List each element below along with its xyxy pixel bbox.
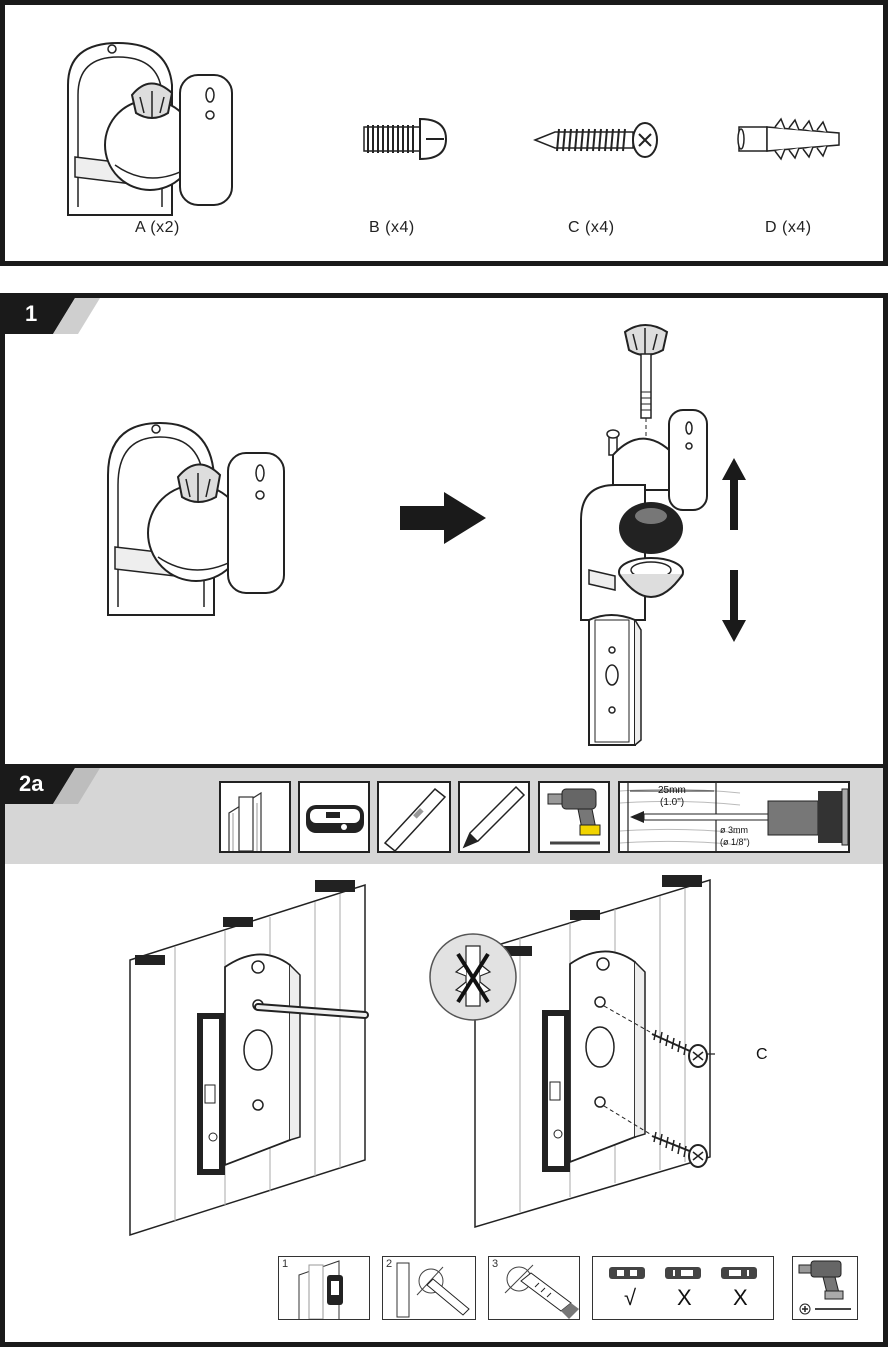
wall-screwing-illustration bbox=[474, 875, 715, 1229]
part-c-label: C (x4) bbox=[568, 219, 615, 236]
tool-power-drill bbox=[538, 781, 610, 853]
wall-stud-icon bbox=[228, 791, 262, 851]
drill-depth-mm: 25mm bbox=[658, 785, 686, 796]
tool-wall-stud bbox=[219, 781, 291, 853]
tool-stud-finder bbox=[298, 781, 370, 853]
no-wall-plug-icon bbox=[429, 933, 517, 1021]
up-arrow-icon bbox=[722, 458, 746, 530]
wall-plug-part-d-illustration bbox=[737, 117, 840, 161]
parts-panel: A (x2) B (x4) C (x4) bbox=[0, 0, 888, 266]
screw-callout-c: C bbox=[756, 1046, 768, 1063]
right-arrow-icon bbox=[400, 492, 486, 544]
stud-finder-icon bbox=[306, 805, 364, 833]
level-mark-wrong-left: X bbox=[677, 1285, 692, 1310]
drill-hole-icon bbox=[504, 1264, 579, 1319]
wood-screw-part-c-illustration bbox=[533, 122, 658, 158]
tool-pencil bbox=[458, 781, 530, 853]
part-a-label: A (x2) bbox=[135, 219, 180, 236]
drill-with-bit-icon bbox=[798, 1260, 851, 1315]
power-drill-icon bbox=[547, 788, 601, 845]
drill-tool-box bbox=[792, 1256, 858, 1320]
assembled-bracket-illustration bbox=[107, 421, 285, 616]
substep-1-box: 1 bbox=[278, 1256, 370, 1320]
step-1-badge: 1 bbox=[5, 298, 105, 334]
step-1-number: 1 bbox=[25, 301, 38, 326]
tool-spirit-level bbox=[377, 781, 451, 853]
substep-1-number: 1 bbox=[282, 1258, 289, 1270]
drill-depth-in: (1.0") bbox=[660, 797, 685, 808]
drill-diameter-mm: ø 3mm bbox=[720, 825, 748, 835]
step-2a-number: 2a bbox=[19, 771, 44, 796]
tool-drill-spec: 25mm (1.0") ø 3mm (ø 1/8") bbox=[618, 781, 850, 853]
level-mark-wrong-right: X bbox=[733, 1285, 748, 1310]
substep-3-number: 3 bbox=[492, 1258, 499, 1270]
substep-3-box: 3 bbox=[488, 1256, 580, 1320]
level-check-box: √ X X bbox=[592, 1256, 774, 1320]
drill-bit-diagram bbox=[620, 783, 848, 851]
wall-marking-illustration bbox=[129, 880, 369, 1237]
exploded-bracket-illustration bbox=[580, 324, 708, 746]
down-arrow-icon bbox=[722, 570, 746, 642]
step-divider bbox=[5, 764, 883, 768]
part-b-label: B (x4) bbox=[369, 219, 415, 236]
pencil-icon bbox=[462, 785, 526, 849]
stud-finder-on-wall-icon bbox=[298, 1260, 343, 1319]
machine-screw-part-b-illustration bbox=[363, 117, 448, 161]
substep-2-number: 2 bbox=[386, 1258, 393, 1270]
mark-position-icon bbox=[396, 1262, 470, 1318]
spirit-level-icon bbox=[383, 787, 447, 851]
drill-diameter-in: (ø 1/8") bbox=[720, 837, 750, 847]
substep-2-box: 2 bbox=[382, 1256, 476, 1320]
step-1-badge-shape bbox=[5, 298, 100, 334]
step-2a-badge-shape bbox=[5, 768, 100, 804]
level-mark-correct: √ bbox=[624, 1285, 637, 1310]
level-check-icons bbox=[609, 1267, 757, 1279]
step-2a-badge: 2a bbox=[5, 768, 105, 804]
part-d-label: D (x4) bbox=[765, 219, 812, 236]
bracket-part-a-illustration bbox=[67, 41, 233, 216]
